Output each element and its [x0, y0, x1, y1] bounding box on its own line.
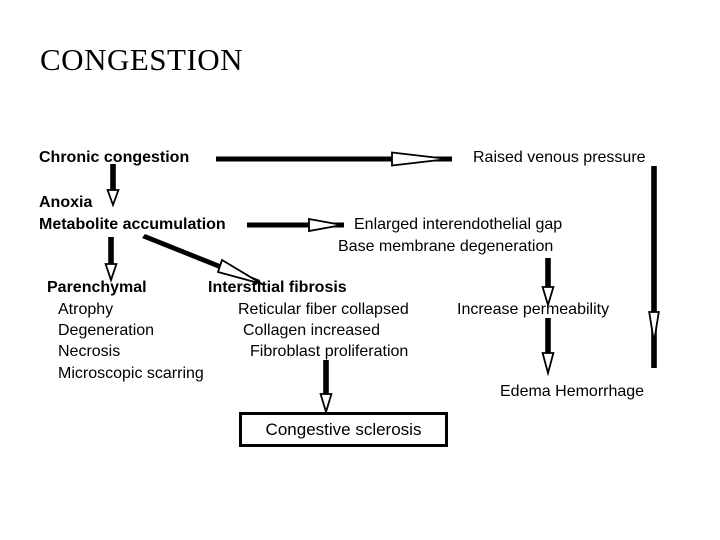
- node-congestive-sclerosis-box: Congestive sclerosis: [239, 412, 448, 447]
- node-edema-hemorrhage: Edema Hemorrhage: [500, 383, 645, 400]
- list-item-reticular-fiber-collapsed: Reticular fiber collapsed: [238, 301, 409, 318]
- page-title: CONGESTION: [40, 42, 244, 77]
- node-metabolite-accumulation: Metabolite accumulation: [39, 216, 226, 233]
- node-chronic-congestion: Chronic congestion: [39, 149, 190, 166]
- node-parenchymal: Parenchymal: [47, 279, 147, 296]
- list-item-microscopic-scarring: Microscopic scarring: [58, 365, 204, 382]
- list-item-degeneration: Degeneration: [58, 322, 155, 339]
- connector-permeability-to-edema: [540, 318, 558, 377]
- connector-fibrosis-to-congestive-sclerosis: [318, 360, 336, 416]
- connector-metabolite-to-parenchymal: [103, 237, 121, 283]
- connector-base-membrane-to-permeability: [540, 258, 558, 309]
- node-enlarged-interendothelial-gap: Enlarged interendothelial gap: [354, 216, 563, 233]
- node-anoxia: Anoxia: [39, 194, 93, 211]
- node-raised-venous-pressure: Raised venous pressure: [473, 149, 646, 166]
- connector-chronic-to-anoxia: [105, 164, 123, 208]
- list-item-atrophy: Atrophy: [58, 301, 114, 318]
- node-increase-permeability: Increase permeability: [457, 301, 610, 318]
- list-item-fibroblast-proliferation: Fibroblast proliferation: [250, 343, 409, 360]
- connector-metabolite-to-enlarged-gap: [247, 216, 351, 234]
- connector-metabolite-to-interstitial-fibrosis: [140, 234, 266, 288]
- node-base-membrane-degeneration: Base membrane degeneration: [338, 238, 554, 255]
- list-item-necrosis: Necrosis: [58, 343, 121, 360]
- node-interstitial-fibrosis: Interstitial fibrosis: [208, 279, 347, 296]
- list-item-collagen-increased: Collagen increased: [243, 322, 380, 339]
- connector-raised-venous-to-edema: [646, 166, 664, 378]
- connector-chronic-to-raised-venous: [216, 150, 458, 168]
